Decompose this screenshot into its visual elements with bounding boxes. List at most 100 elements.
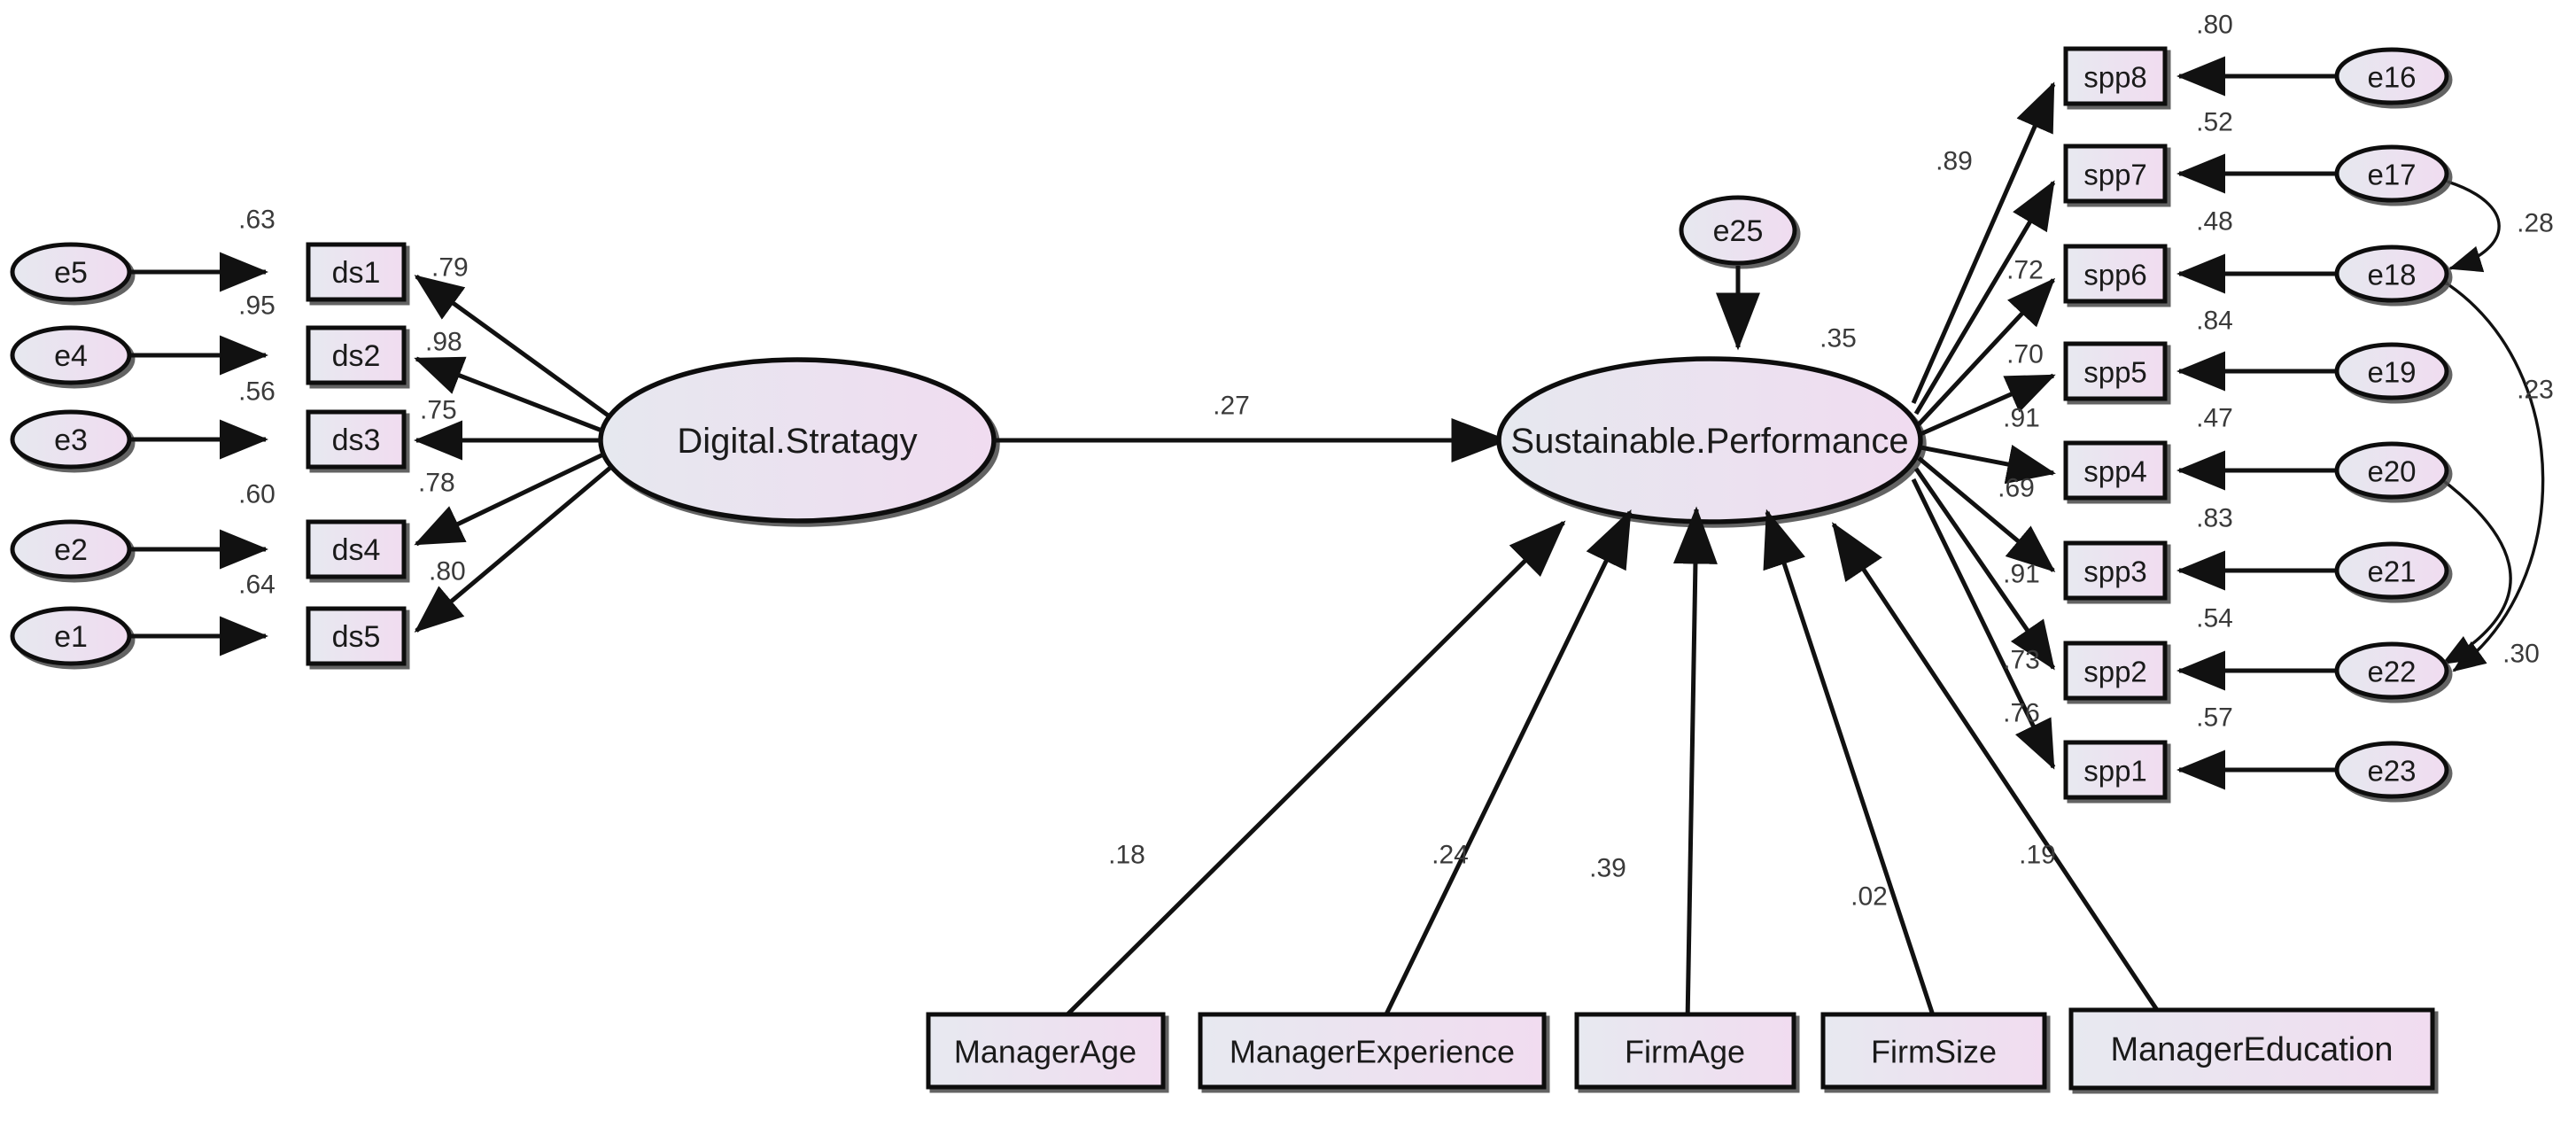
left-error-e2: e2 bbox=[10, 519, 132, 579]
r2-ds2: .95 bbox=[238, 291, 275, 321]
right-error-e17-label: e17 bbox=[2367, 159, 2416, 191]
right-error-e23-label: e23 bbox=[2367, 755, 2416, 788]
loading-label-spp5: .91 bbox=[2003, 404, 2040, 433]
control-box-manager-age: ManagerAge bbox=[926, 1012, 1166, 1090]
loading-label-ds3: .75 bbox=[420, 396, 457, 425]
structural-path-label: .27 bbox=[1213, 392, 1250, 421]
control-path-manager-education bbox=[1831, 522, 2169, 1025]
right-indicator-spp6-label: spp6 bbox=[2083, 259, 2147, 291]
covariance-label-e18-e22: .23 bbox=[2517, 376, 2554, 405]
r2-spp5: .84 bbox=[2196, 307, 2233, 336]
right-indicator-spp6: spp6 bbox=[2063, 244, 2168, 304]
right-error-e16-label: e16 bbox=[2367, 61, 2416, 94]
loading-ds1 bbox=[414, 274, 611, 419]
control-coefficient-manager-experience: .24 bbox=[1432, 841, 1469, 870]
right-error-e22-label: e22 bbox=[2367, 656, 2416, 688]
covariance-arc-e20-e22 bbox=[2407, 448, 2512, 665]
left-error-e4-label: e4 bbox=[54, 339, 88, 373]
control-box-manager-education-label: ManagerEducation bbox=[2111, 1031, 2394, 1068]
control-box-firm-size: FirmSize bbox=[1820, 1012, 2047, 1090]
right-indicator-spp5: spp5 bbox=[2063, 341, 2168, 401]
right-indicator-spp1: spp1 bbox=[2063, 740, 2168, 800]
control-box-firm-size-label: FirmSize bbox=[1871, 1034, 1997, 1070]
latent-sustainable-performance: Sustainable.Performance bbox=[1496, 356, 1923, 524]
right-indicator-spp5-label: spp5 bbox=[2083, 356, 2147, 389]
left-error-e3-label: e3 bbox=[54, 423, 88, 457]
disturbance-variance-label: .35 bbox=[1819, 324, 1857, 353]
left-indicator-ds3-label: ds3 bbox=[332, 423, 381, 457]
right-error-e22: e22 bbox=[2334, 641, 2449, 700]
loading-label-spp3: .91 bbox=[2003, 560, 2040, 589]
latent-sustainable-performance-label: Sustainable.Performance bbox=[1510, 422, 1908, 461]
control-box-firm-age-label: FirmAge bbox=[1625, 1034, 1745, 1070]
control-box-manager-experience-label: ManagerExperience bbox=[1230, 1034, 1515, 1070]
left-error-e5: e5 bbox=[10, 242, 132, 302]
r2-spp6: .48 bbox=[2196, 207, 2233, 237]
loading-spp7 bbox=[1913, 180, 2056, 416]
right-indicator-spp4: spp4 bbox=[2063, 440, 2168, 501]
loading-spp8 bbox=[1911, 82, 2056, 405]
control-path-manager-experience bbox=[1379, 509, 1633, 1025]
right-indicator-spp8-label: spp8 bbox=[2083, 61, 2147, 94]
right-indicator-spp3: spp3 bbox=[2063, 540, 2168, 601]
latent-digital-strategy-label: Digital.Stratagy bbox=[677, 422, 917, 461]
control-box-manager-experience: ManagerExperience bbox=[1198, 1012, 1547, 1090]
r2-spp1: .57 bbox=[2196, 703, 2233, 733]
r2-ds4: .60 bbox=[238, 480, 275, 509]
disturbance-e25-label: e25 bbox=[1713, 214, 1764, 248]
left-error-e1: e1 bbox=[10, 606, 132, 666]
left-error-e2-label: e2 bbox=[54, 533, 88, 567]
left-indicator-ds5-label: ds5 bbox=[332, 620, 381, 654]
right-error-e20: e20 bbox=[2334, 441, 2449, 500]
right-indicator-spp4-label: spp4 bbox=[2083, 455, 2147, 488]
control-box-manager-age-label: ManagerAge bbox=[954, 1034, 1137, 1070]
right-error-e23: e23 bbox=[2334, 741, 2449, 799]
left-indicator-ds1: ds1 bbox=[306, 242, 407, 302]
loading-label-ds5: .80 bbox=[429, 557, 466, 586]
r2-spp3: .83 bbox=[2196, 504, 2233, 533]
right-error-e17: e17 bbox=[2334, 144, 2449, 203]
loading-label-ds1: .79 bbox=[431, 253, 469, 283]
right-error-e18-label: e18 bbox=[2367, 259, 2416, 291]
loading-label-spp2: .73 bbox=[2003, 646, 2040, 675]
loading-label-ds4: .78 bbox=[418, 469, 455, 498]
left-indicator-ds3: ds3 bbox=[306, 409, 407, 470]
right-error-e16: e16 bbox=[2334, 47, 2449, 105]
control-box-firm-age: FirmAge bbox=[1574, 1012, 1796, 1090]
left-error-e4: e4 bbox=[10, 325, 132, 385]
loading-ds2 bbox=[414, 356, 605, 434]
r2-spp8: .80 bbox=[2196, 11, 2233, 40]
r2-ds1: .63 bbox=[238, 206, 275, 235]
right-indicator-spp7: spp7 bbox=[2063, 144, 2168, 204]
r2-spp2: .54 bbox=[2196, 604, 2233, 633]
loading-spp5 bbox=[1919, 373, 2056, 437]
control-box-manager-education: ManagerEducation bbox=[2068, 1007, 2435, 1091]
control-coefficient-manager-age: .18 bbox=[1108, 841, 1145, 870]
covariance-arc-e18-e22 bbox=[2416, 256, 2545, 672]
covariance-label-e20-e22: .30 bbox=[2502, 640, 2540, 669]
right-indicator-spp3-label: spp3 bbox=[2083, 555, 2147, 588]
control-coefficient-firm-size: .02 bbox=[1851, 882, 1888, 912]
right-error-e18: e18 bbox=[2334, 245, 2449, 303]
loading-label-spp6: .70 bbox=[2006, 340, 2044, 369]
right-error-e19: e19 bbox=[2334, 342, 2449, 400]
left-indicator-ds1-label: ds1 bbox=[332, 256, 381, 290]
loading-spp1 bbox=[1911, 478, 2056, 770]
control-path-firm-age bbox=[1672, 506, 1718, 1024]
left-indicator-ds4: ds4 bbox=[306, 519, 407, 579]
left-error-e5-label: e5 bbox=[54, 256, 88, 290]
left-indicator-ds2: ds2 bbox=[306, 325, 407, 385]
left-indicator-ds2-label: ds2 bbox=[332, 339, 381, 373]
disturbance-e25: e25 bbox=[1679, 195, 1797, 266]
loading-ds5 bbox=[414, 465, 613, 633]
control-coefficient-manager-education: .19 bbox=[2019, 841, 2056, 870]
control-coefficient-firm-age: .39 bbox=[1589, 854, 1626, 883]
left-error-e1-label: e1 bbox=[54, 620, 88, 654]
left-indicator-ds5: ds5 bbox=[306, 606, 407, 666]
r2-spp4: .47 bbox=[2196, 404, 2233, 433]
loading-label-spp4: .69 bbox=[1998, 474, 2035, 503]
right-error-e21-label: e21 bbox=[2367, 555, 2416, 588]
loading-ds4 bbox=[414, 451, 607, 547]
loading-spp3 bbox=[1917, 456, 2056, 572]
r2-spp7: .52 bbox=[2196, 108, 2233, 137]
